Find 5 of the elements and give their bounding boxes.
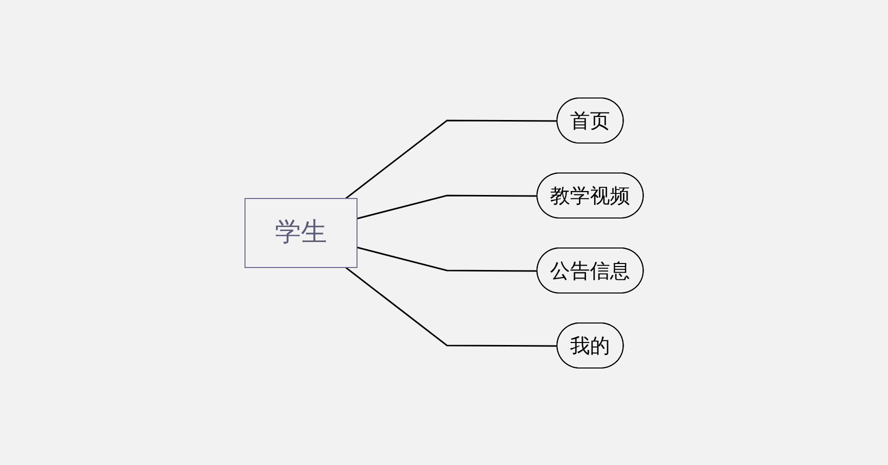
node-box: 学生 <box>244 198 358 268</box>
connector <box>345 266 558 346</box>
connector <box>356 246 538 272</box>
connector <box>356 194 538 219</box>
connector <box>345 119 558 199</box>
